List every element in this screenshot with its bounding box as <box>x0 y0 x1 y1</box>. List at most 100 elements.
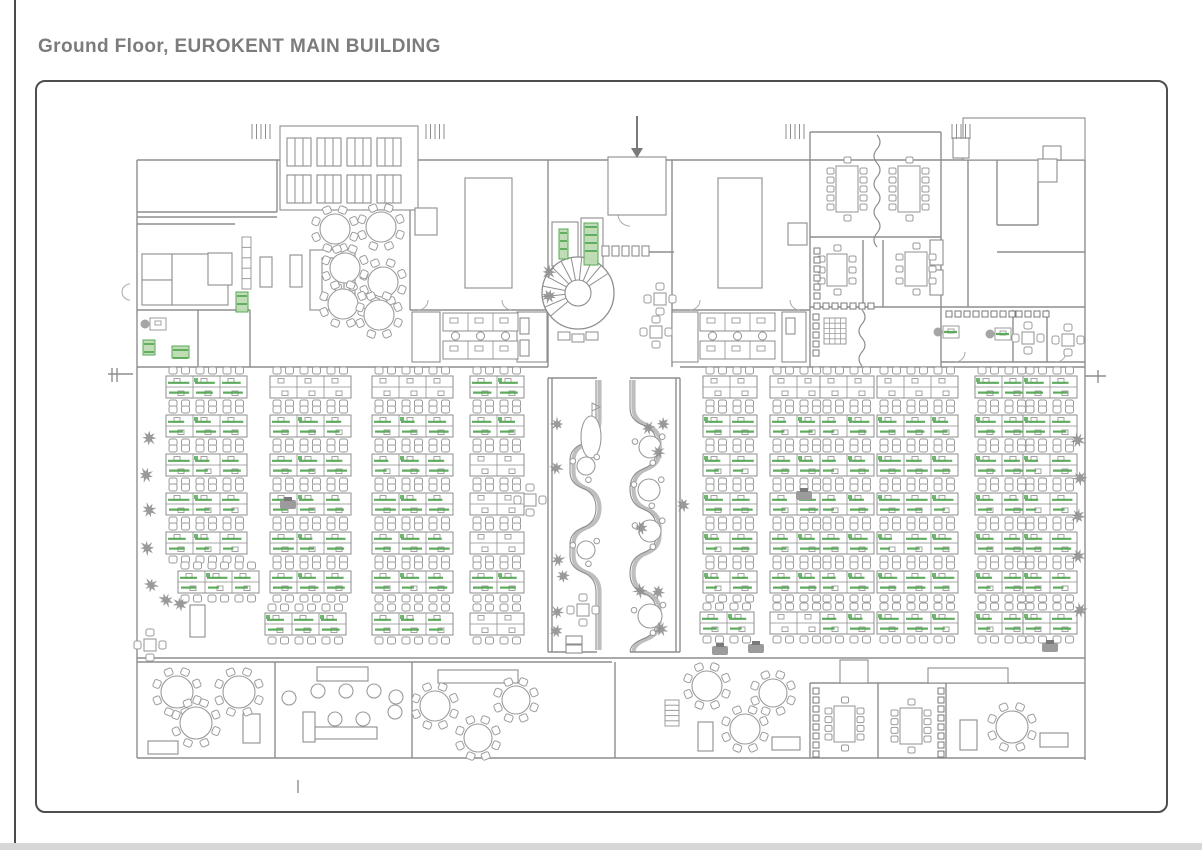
chair <box>334 603 343 612</box>
chair <box>745 366 754 375</box>
chair <box>759 716 769 726</box>
chair <box>849 602 859 611</box>
chair <box>1024 310 1032 318</box>
chair <box>858 302 866 310</box>
chair <box>366 291 376 301</box>
chair <box>208 483 217 492</box>
square-table <box>566 593 600 627</box>
plant <box>550 552 566 567</box>
chair <box>428 366 438 375</box>
chair <box>326 522 336 531</box>
chair <box>799 522 809 531</box>
chair <box>849 635 859 644</box>
chair <box>718 561 727 570</box>
chair <box>326 366 336 375</box>
desk-cluster <box>769 602 825 644</box>
single-desk <box>985 327 1012 341</box>
chair <box>1051 335 1060 345</box>
chair <box>242 667 252 677</box>
chair <box>428 405 438 414</box>
chair <box>977 483 987 492</box>
chair <box>919 522 928 531</box>
chair <box>862 483 871 492</box>
round-table <box>683 662 731 710</box>
plant <box>1071 508 1086 524</box>
plant <box>556 570 570 583</box>
chair <box>1063 348 1073 357</box>
chair <box>180 667 190 677</box>
chair <box>732 444 742 453</box>
desk-cluster <box>269 483 352 525</box>
chair <box>879 444 889 453</box>
chair <box>919 444 928 453</box>
chair <box>937 741 945 749</box>
chair <box>1038 483 1047 492</box>
chair <box>1004 561 1014 570</box>
chair <box>312 483 321 492</box>
chair <box>195 483 205 492</box>
square-table <box>1051 323 1085 357</box>
chair <box>1052 366 1062 375</box>
chair <box>512 594 521 603</box>
chair <box>937 750 945 758</box>
fixture-rect <box>189 604 206 638</box>
fixture-rect <box>771 736 801 751</box>
chair <box>208 366 217 375</box>
fixture-rect <box>787 222 808 246</box>
chair <box>999 310 1007 318</box>
desk-cluster <box>702 561 758 603</box>
chair <box>195 366 205 375</box>
printer <box>712 646 728 655</box>
chair <box>879 594 889 603</box>
chair <box>428 603 438 612</box>
chair <box>359 269 369 280</box>
round-table <box>355 291 403 339</box>
chair <box>977 635 987 644</box>
chair <box>472 405 482 414</box>
chair <box>705 405 715 414</box>
chair <box>513 495 522 505</box>
fixture-rect <box>519 339 530 357</box>
chair <box>651 340 661 349</box>
chair <box>732 483 742 492</box>
chair <box>835 522 844 531</box>
chair <box>1052 594 1062 603</box>
chair <box>856 707 865 715</box>
desk-cluster <box>699 602 755 644</box>
desk-cluster <box>702 366 758 408</box>
chair <box>518 713 529 723</box>
chair <box>710 700 720 710</box>
chair <box>933 327 943 337</box>
chair <box>1008 310 1016 318</box>
chair <box>946 635 955 644</box>
chair <box>346 318 356 328</box>
stool <box>649 459 657 467</box>
chair <box>1017 561 1026 570</box>
chair <box>892 635 901 644</box>
chair <box>977 366 987 375</box>
chair <box>357 230 367 240</box>
stool <box>593 537 601 545</box>
stool <box>649 543 657 551</box>
plant <box>656 417 670 431</box>
square-table <box>643 282 677 316</box>
chair <box>499 366 509 375</box>
chair <box>977 561 987 570</box>
chair <box>785 561 794 570</box>
chair <box>334 636 343 645</box>
chair <box>428 636 438 645</box>
chair <box>972 310 980 318</box>
chair <box>859 185 868 193</box>
plant <box>549 624 563 638</box>
desk-cluster <box>371 444 454 486</box>
desk-cluster <box>819 483 875 525</box>
chair <box>833 244 842 252</box>
plant <box>158 593 174 608</box>
chair <box>480 715 491 725</box>
desk-cluster <box>769 366 825 408</box>
planter-oval <box>580 415 602 459</box>
chair <box>208 522 217 531</box>
chair <box>529 687 539 698</box>
chair <box>1017 366 1026 375</box>
